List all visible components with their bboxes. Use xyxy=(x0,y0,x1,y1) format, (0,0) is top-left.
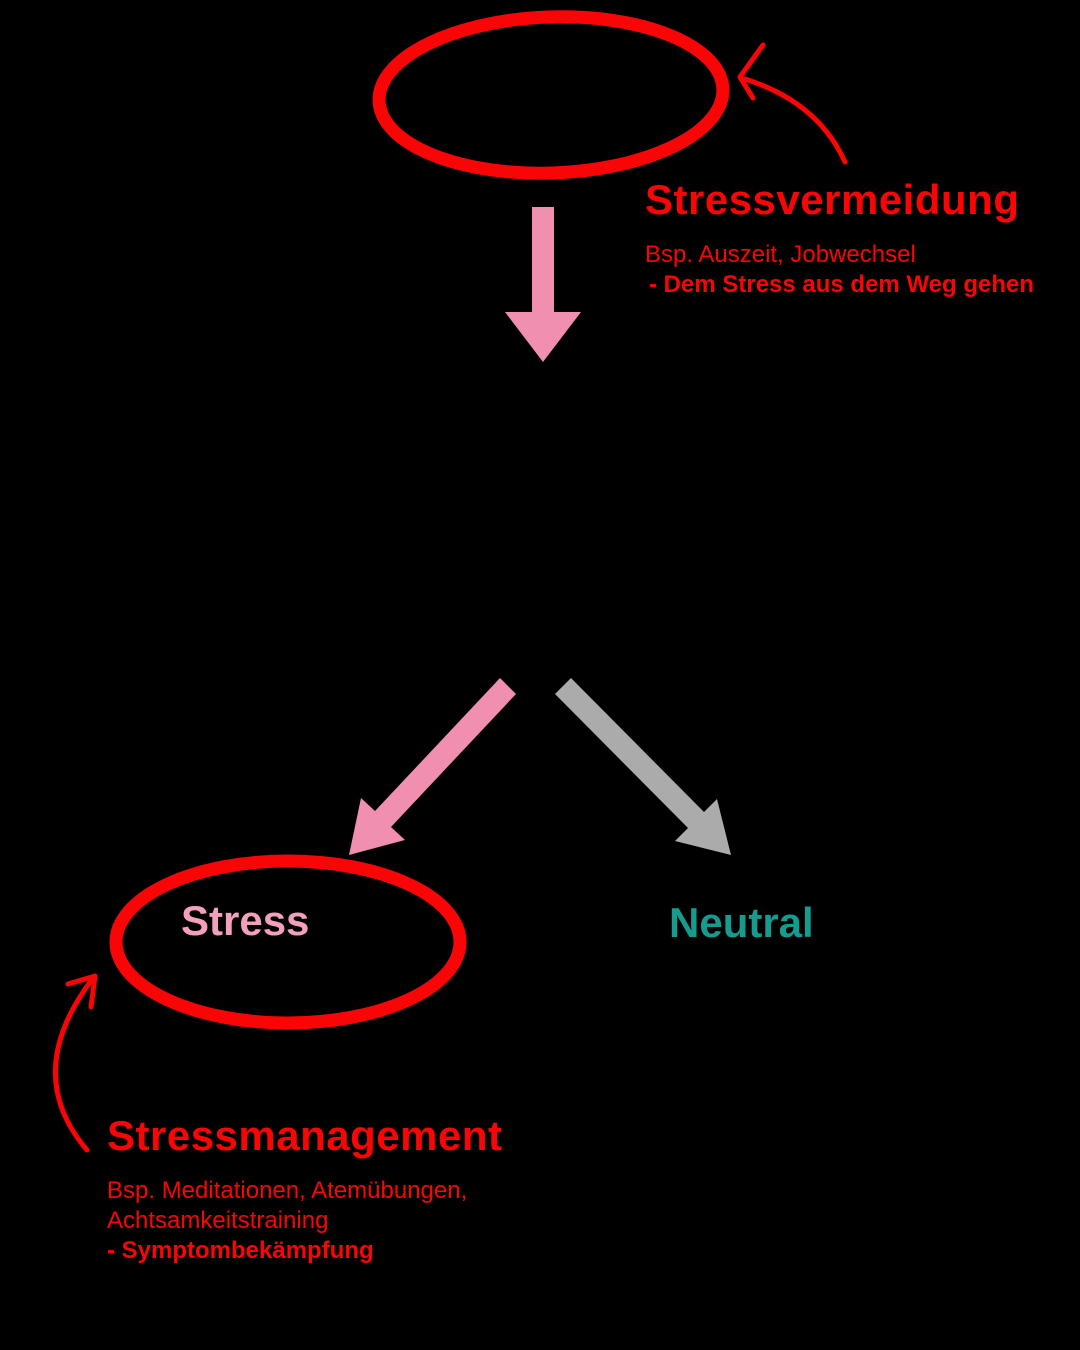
branch-arrow-stress-icon xyxy=(349,678,516,855)
branch-arrow-neutral-icon xyxy=(555,678,731,855)
down-arrow-icon xyxy=(505,207,581,362)
stressmanagement-title: Stressmanagement xyxy=(107,1112,503,1159)
top-ellipse xyxy=(372,10,730,180)
stressmanagement-curved-arrow-icon xyxy=(52,973,98,1153)
stressvermeidung-annotation: Stressvermeidung Bsp. Auszeit, Jobwechse… xyxy=(645,176,1034,300)
stressvermeidung-note: - Dem Stress aus dem Weg gehen xyxy=(649,271,1035,298)
stressvermeidung-title: Stressvermeidung xyxy=(645,176,1020,223)
stress-ellipse xyxy=(109,854,467,1030)
stressmanagement-example-line2: Achtsamkeitstraining xyxy=(107,1207,329,1234)
stressvermeidung-example: Bsp. Auszeit, Jobwechsel xyxy=(645,241,916,268)
stressvermeidung-curved-arrow-icon xyxy=(737,42,848,165)
neutral-node-label: Neutral xyxy=(669,899,814,946)
stressmanagement-example-line1: Bsp. Meditationen, Atemübungen, xyxy=(107,1177,468,1204)
stressmanagement-note: - Symptombekämpfung xyxy=(107,1237,374,1264)
stressmanagement-annotation: Stressmanagement Bsp. Meditationen, Atem… xyxy=(107,1112,503,1266)
stress-node-label: Stress xyxy=(181,897,310,944)
